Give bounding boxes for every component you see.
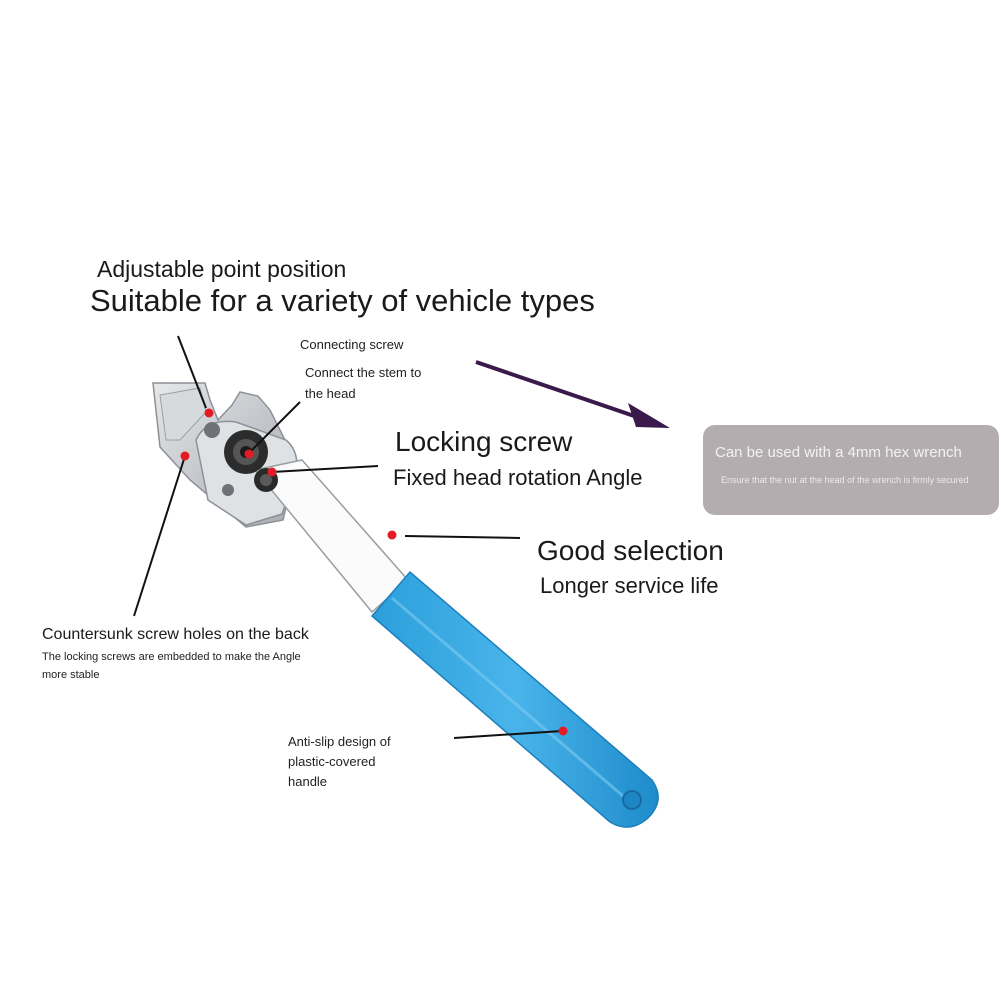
leader-lines — [133, 335, 563, 739]
handle-desc-1: Anti-slip design of — [288, 734, 391, 749]
note-box: Can be used with a 4mm hex wrench Ensure… — [703, 425, 999, 515]
good-selection-desc: Longer service life — [540, 573, 719, 598]
wrench-handle — [370, 570, 659, 828]
marker-dots — [180, 408, 568, 736]
connecting-screw-desc-2: the head — [305, 386, 356, 401]
handle-desc-3: handle — [288, 774, 328, 789]
heading-line-2: Suitable for a variety of vehicle types — [90, 283, 595, 318]
arrow-icon — [475, 360, 670, 428]
note-subtitle: Ensure that the nut at the head of the w… — [721, 475, 969, 485]
locking-screw-title: Locking screw — [395, 426, 573, 457]
countersunk-title: Countersunk screw holes on the back — [42, 626, 309, 643]
connecting-screw-title: Connecting screw — [300, 337, 404, 352]
countersunk-desc-1: The locking screws are embedded to make … — [42, 651, 301, 663]
countersunk-desc-2: more stable — [42, 669, 100, 681]
connecting-screw-desc-1: Connect the stem to — [305, 365, 422, 380]
heading-line-1: Adjustable point position — [97, 256, 347, 282]
wrench-stem — [253, 459, 410, 614]
good-selection-title: Good selection — [537, 535, 724, 566]
note-title: Can be used with a 4mm hex wrench — [715, 444, 962, 461]
countersunk-hole — [204, 422, 234, 496]
locking-screw-desc: Fixed head rotation Angle — [393, 465, 643, 490]
handle-desc-2: plastic-covered — [288, 754, 376, 769]
